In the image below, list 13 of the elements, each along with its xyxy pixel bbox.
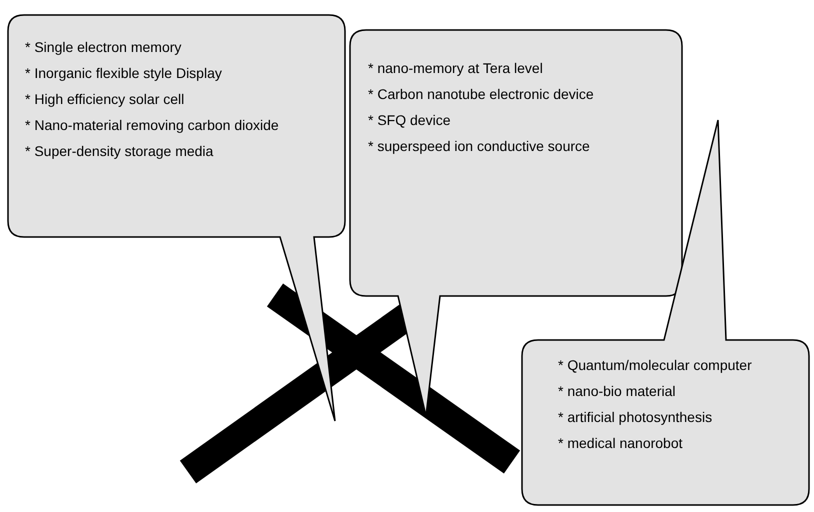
list-item: * artificial photosynthesis [558,409,714,426]
list-item: * nano-bio material [558,383,677,400]
list-item: * Single electron memory [25,39,182,56]
list-item: * Nano-material removing carbon dioxide [25,117,280,134]
list-item: * Inorganic flexible style Display [25,65,223,82]
list-item: * nano-memory at Tera level [368,60,544,77]
list-item: * SFQ device [368,112,452,129]
list-item: * Carbon nanotube electronic device [368,86,595,103]
list-item: * High efficiency solar cell [25,91,186,108]
list-item: * Super-density storage media [25,143,214,160]
list-item: * Quantum/molecular computer [558,357,753,374]
list-item: * superspeed ion conductive source [368,138,591,155]
list-item: * medical nanorobot [558,435,684,452]
